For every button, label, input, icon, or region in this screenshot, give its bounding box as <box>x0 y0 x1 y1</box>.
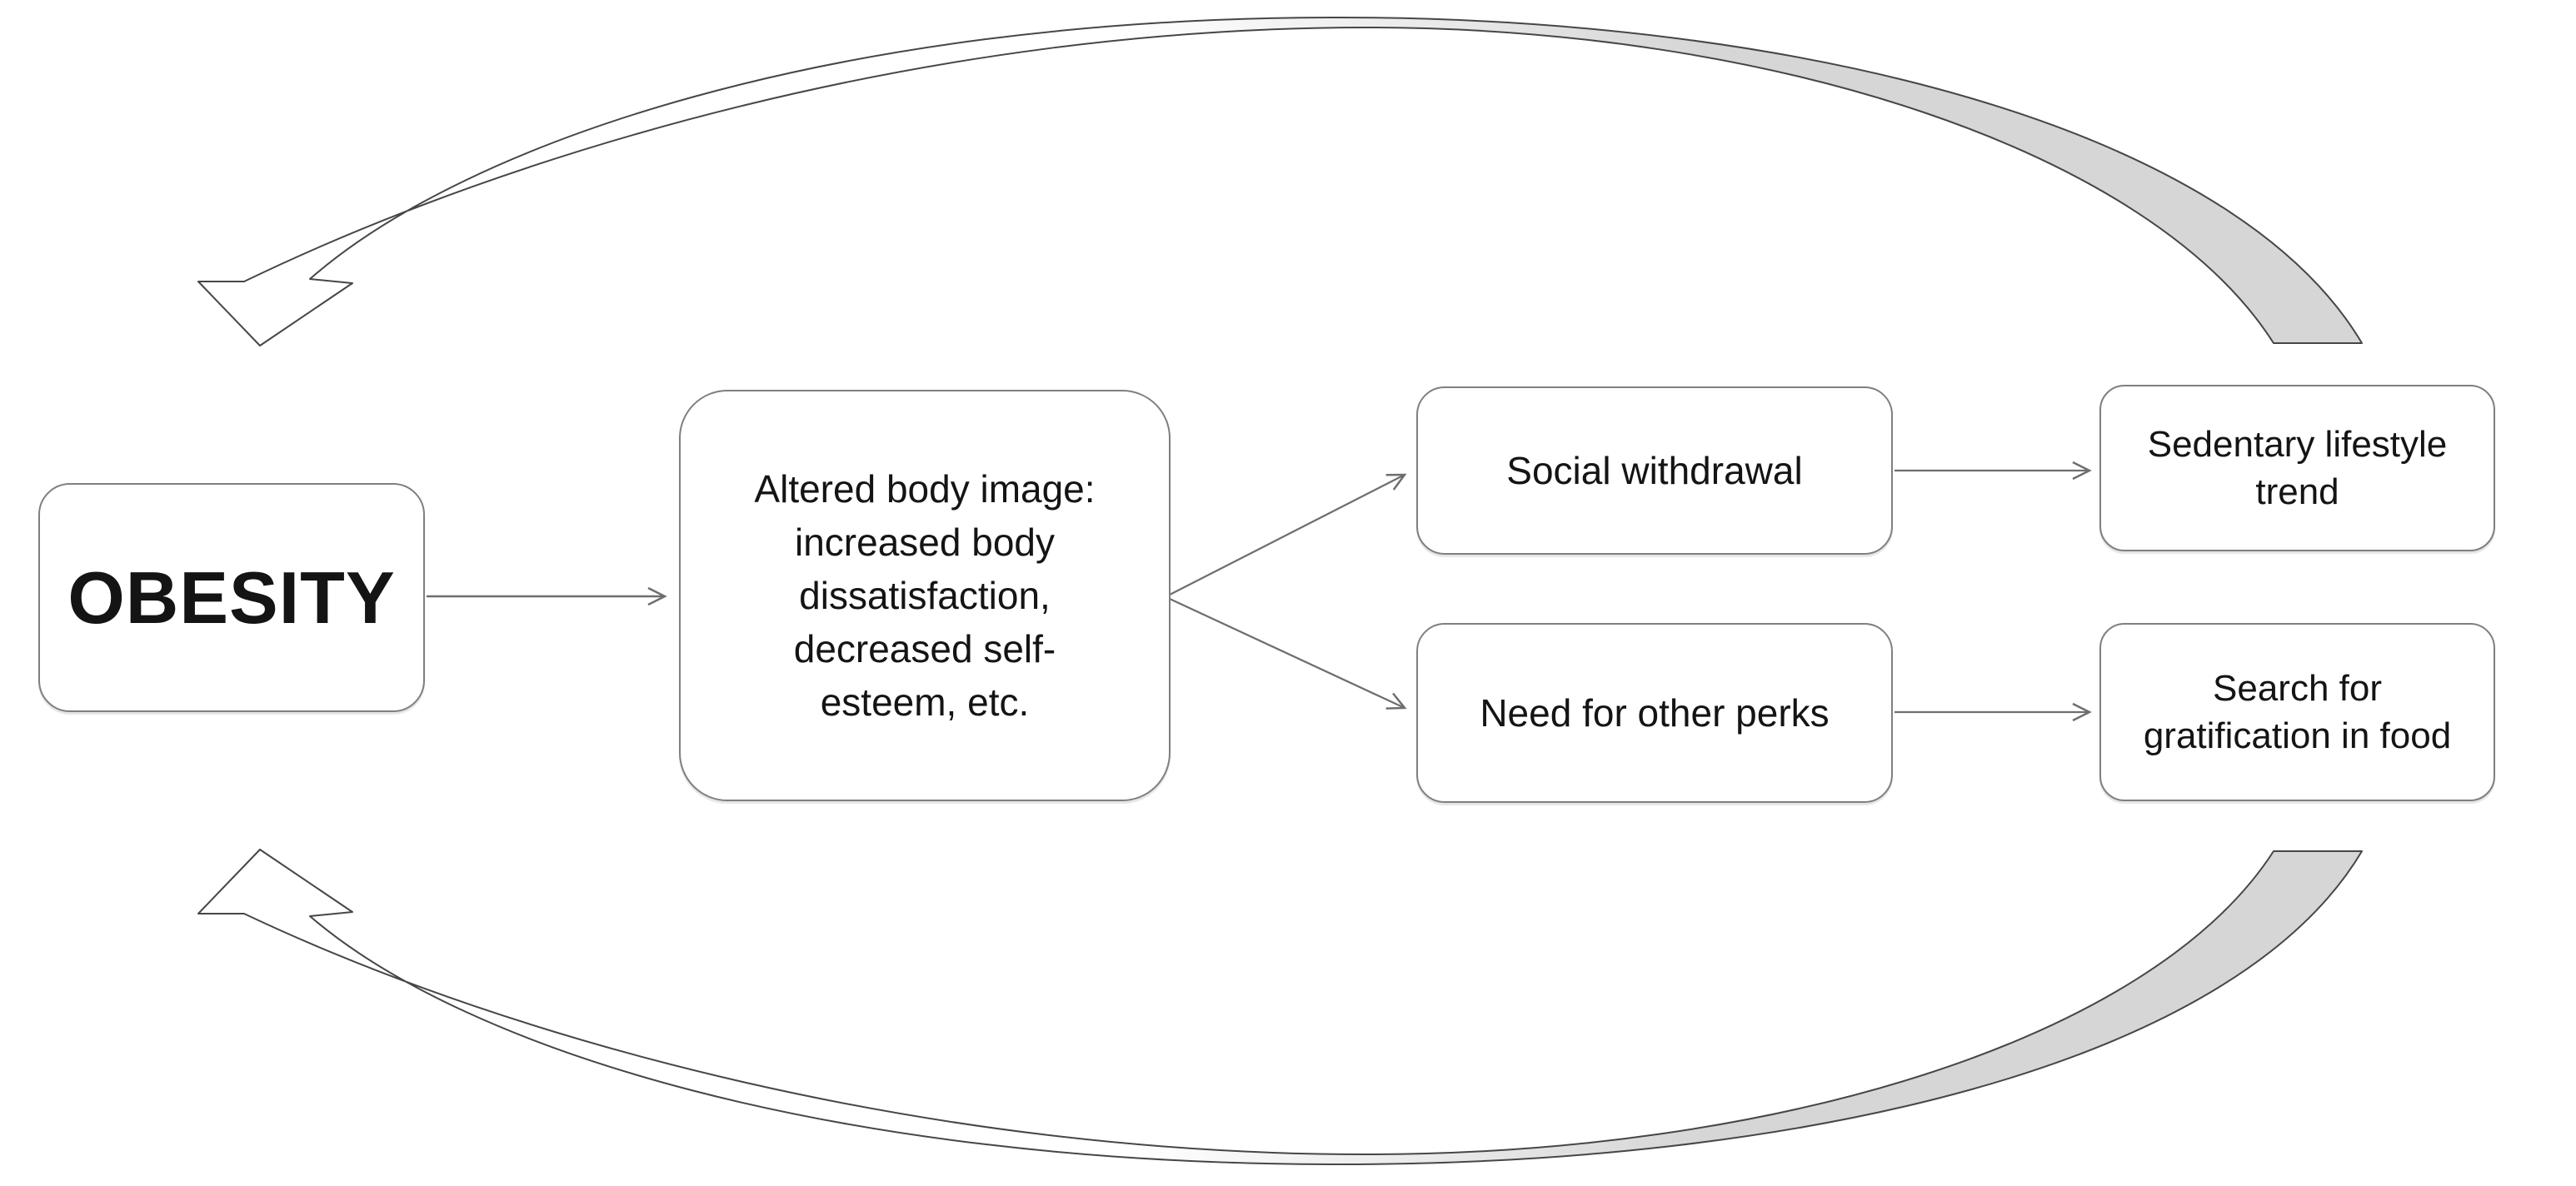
node-sedentary-lifestyle-trend: Sedentary lifestyle trend <box>2099 385 2495 551</box>
node-social-withdrawal: Social withdrawal <box>1416 386 1893 555</box>
edge-altered-body-image-to-need-for-other-perks <box>1169 597 1407 710</box>
feedback-band-top <box>197 16 2363 346</box>
node-altered-body-image: Altered body image: increased body dissa… <box>679 390 1171 801</box>
node-need-for-other-perks: Need for other perks <box>1416 623 1893 803</box>
node-search-for-gratification-in-food: Search for gratification in food <box>2099 623 2495 801</box>
feedback-band-bottom <box>197 849 2363 1166</box>
node-obesity: OBESITY <box>38 483 425 712</box>
edge-altered-body-image-to-social-withdrawal <box>1169 473 1407 596</box>
